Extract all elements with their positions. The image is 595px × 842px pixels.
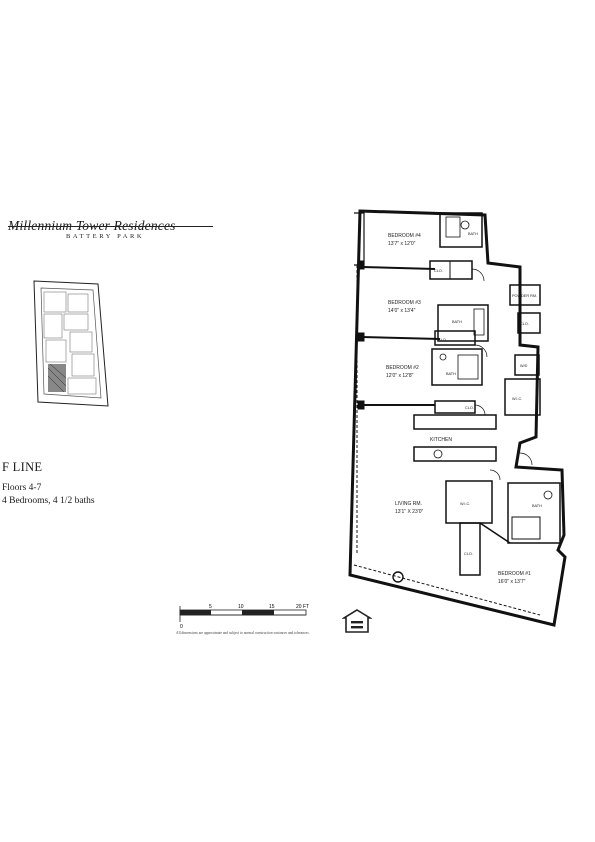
scale-tick-0: 0 <box>180 624 183 630</box>
bath2-label: BATH <box>446 372 456 376</box>
bedroom4-label: BEDROOM #4 <box>388 233 421 239</box>
scale-tick-15: 15 <box>269 604 275 610</box>
disclaimer-text: All dimensions are approximate and subje… <box>176 631 310 635</box>
scale-tick-5: 5 <box>209 604 212 610</box>
bath3-label: BATH <box>452 320 462 324</box>
building-subtitle: BATTERY PARK <box>66 233 145 240</box>
scale-bar: 0 5 10 15 20 FT <box>179 604 309 630</box>
bedroom1-label: BEDROOM #1 <box>498 571 531 577</box>
bedroom4-size: 13'7" x 12'0" <box>388 241 416 247</box>
key-plan <box>33 280 109 407</box>
bedroom2-size: 12'0" x 12'8" <box>386 373 414 379</box>
closet-hall-label: CLO. <box>520 322 529 326</box>
closet2-label: CLO. <box>465 406 474 410</box>
washer-dryer-label: W/D <box>520 364 528 368</box>
living-room-size: 13'1" X 23'0" <box>395 509 423 515</box>
closet3-label: CLO. <box>438 338 447 342</box>
powder-room-label: POWDER RM. <box>512 294 537 298</box>
master-bath-label: BATH <box>532 504 542 508</box>
wic-hall-label: W.I.C. <box>512 397 522 401</box>
unit-summary: 4 Bedrooms, 4 1/2 baths <box>2 496 95 506</box>
bedroom2-label: BEDROOM #2 <box>386 365 419 371</box>
bedroom3-size: 14'0" x 13'4" <box>388 308 416 314</box>
unit-highlight <box>48 364 66 392</box>
equal-housing-icon <box>342 609 372 633</box>
title-rule <box>8 226 213 227</box>
wic-master-label: W.I.C. <box>460 502 470 506</box>
scale-tick-10: 10 <box>238 604 244 610</box>
bath4-label: BATH <box>468 232 478 236</box>
bedroom1-size: 16'0" x 13'7" <box>498 579 526 585</box>
living-room-label: LIVING RM. <box>395 501 422 507</box>
bedroom3-label: BEDROOM #3 <box>388 300 421 306</box>
closet-master-label: CLO. <box>464 552 473 556</box>
kitchen-label: KITCHEN <box>430 437 452 443</box>
building-title: Millennium Tower Residences <box>8 218 213 234</box>
floor-plan: BEDROOM #4 13'7" x 12'0" BEDROOM #3 14'0… <box>348 209 567 627</box>
unit-floors: Floors 4-7 <box>2 483 42 493</box>
scale-tick-20: 20 FT <box>296 604 309 610</box>
closet4-label: CLO. <box>434 269 443 273</box>
unit-line-name: F LINE <box>2 460 43 474</box>
